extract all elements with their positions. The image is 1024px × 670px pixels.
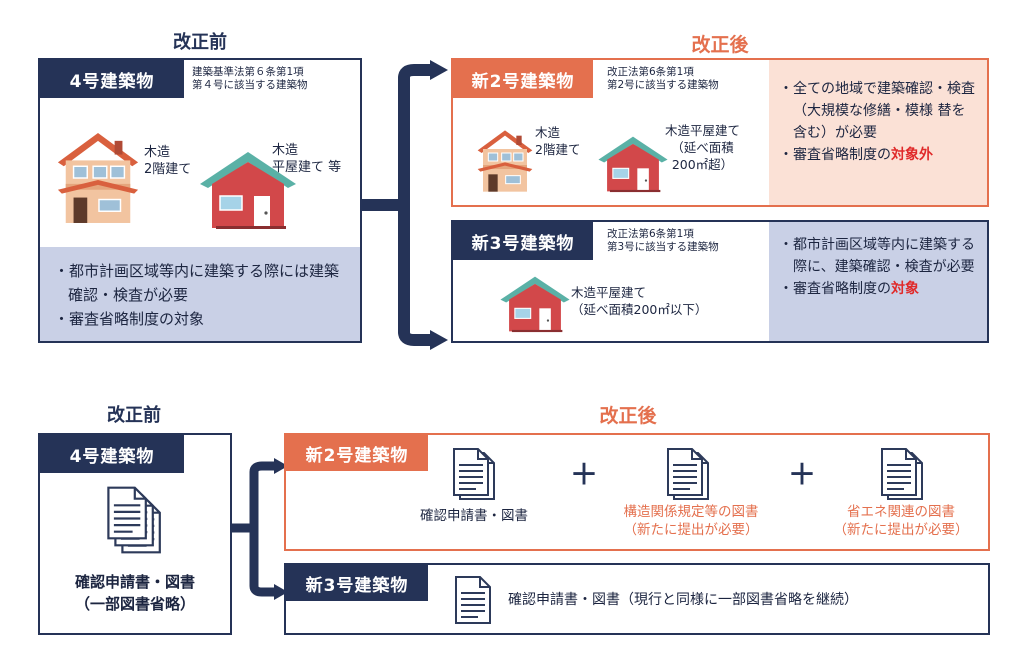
doc1-label: 確認申請書・図書 <box>420 508 528 524</box>
two-story-house-icon <box>54 128 142 228</box>
top-bracket-connector <box>360 60 448 350</box>
document-stack-icon <box>107 486 161 554</box>
document-icon <box>881 448 923 500</box>
law-new3: 改正法第6条第1項 第3号に該当する建築物 <box>607 228 719 253</box>
plus-icon: ＋ <box>788 458 817 491</box>
new3-info-box: ・都市計画区域等内に建築する際に、建築確認・検査が必要 ・審査省略制度の対象 <box>769 222 987 341</box>
law-new2: 改正法第6条第1項 第2号に該当する建築物 <box>607 66 719 91</box>
document-icon <box>455 576 491 624</box>
new2-house1-label: 木造 2階建て <box>535 125 581 157</box>
two-story-house-icon <box>475 126 535 196</box>
top-new3-panel: 新3号建築物 改正法第6条第1項 第3号に該当する建築物 木造平屋建て （延べ面… <box>451 220 989 343</box>
before-info-box: ・都市計画区域等内に建築する際には建築確認・検査が必要 ・審査省略制度の対象 <box>40 247 360 341</box>
doc3-label: 省エネ関連の図書 （新たに提出が必要） <box>833 504 969 538</box>
new2-info-box: ・全ての地域で建築確認・検査（大規模な修繕・模様 替を含む）が必要 ・審査省略制… <box>769 60 987 205</box>
bottom-before-label: 確認申請書・図書 （一部図書省略） <box>74 573 195 613</box>
tag-4go-bottom: 4号建築物 <box>40 435 184 473</box>
tag-new2-bottom: 新2号建築物 <box>286 435 428 471</box>
top-new2-panel: 新2号建築物 改正法第6条第1項 第2号に該当する建築物 木造 2階建て 木造平… <box>451 58 989 207</box>
new3-doc-label: 確認申請書・図書（現行と同様に一部図書省略を継続） <box>508 592 858 608</box>
bottom-new3-panel: 新3号建築物 確認申請書・図書（現行と同様に一部図書省略を継続） <box>284 563 990 635</box>
bottom-bracket-connector <box>232 458 288 600</box>
one-story-house-icon <box>499 274 571 334</box>
doc2-label: 構造関係規定等の図書 （新たに提出が必要） <box>623 504 759 538</box>
bottom-new2-panel: 新2号建築物 確認申請書・図書 ＋ 構造関係規定等の図書 （新たに提出が必要） … <box>284 433 990 551</box>
top-before-panel: 4号建築物 建築基準法第６条第1項 第４号に該当する建築物 木造 2階建て 木造… <box>38 58 362 343</box>
bottom-before-panel: 4号建築物 確認申請書・図書 （一部図書省略） <box>38 433 232 635</box>
new2-house2-label: 木造平屋建て （延べ面積 200㎡超） <box>665 123 741 172</box>
tag-4go: 4号建築物 <box>40 60 184 98</box>
house1-label: 木造 2階建て <box>144 145 192 177</box>
bottom-after-heading: 改正後 <box>599 405 657 427</box>
one-story-house-icon <box>597 134 669 194</box>
tag-new3-bottom: 新3号建築物 <box>286 565 428 601</box>
top-after-heading: 改正後 <box>691 34 749 56</box>
house2-label: 木造 平屋建て 等 <box>272 143 342 175</box>
law-4go: 建築基準法第６条第1項 第４号に該当する建築物 <box>192 66 308 91</box>
tag-new3: 新3号建築物 <box>453 222 593 260</box>
document-icon <box>453 448 495 500</box>
top-before-heading: 改正前 <box>173 32 227 53</box>
tag-new2: 新2号建築物 <box>453 60 593 98</box>
bottom-before-heading: 改正前 <box>107 405 161 426</box>
new3-house-label: 木造平屋建て （延べ面積200㎡以下） <box>571 285 708 317</box>
plus-icon: ＋ <box>570 458 599 491</box>
document-icon <box>667 448 709 500</box>
